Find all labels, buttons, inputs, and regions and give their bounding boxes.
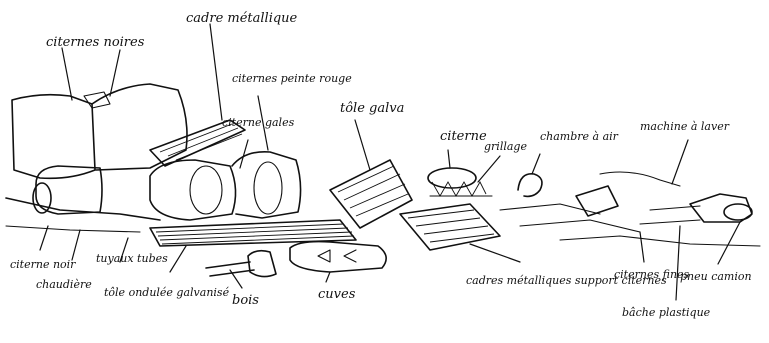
washing-machine-2 [600, 172, 680, 186]
label-tole-ondulee: tôle ondulée galvanisé [104, 286, 230, 299]
label-tole-galva: tôle galva [340, 101, 404, 116]
mid-right-frames [400, 204, 500, 250]
tank-end-2 [254, 162, 282, 214]
cuve-small [248, 251, 276, 277]
left-rail [6, 198, 160, 220]
label-grillage: grillage [484, 140, 527, 153]
label-bois: bois [232, 293, 259, 308]
label-citerne-gales: citerne gales [222, 116, 295, 129]
washing-machine [576, 186, 618, 216]
label-chambre-a-air: chambre à air [540, 130, 619, 143]
label-chaudiere: chaudière [36, 278, 92, 291]
label-bache-plastique: bâche plastique [622, 306, 711, 319]
galva-bundle [330, 160, 412, 228]
small-citerne [428, 168, 476, 188]
grillage-mesh [432, 182, 486, 196]
truck-tyre [724, 204, 752, 220]
cuve-body [290, 242, 386, 272]
label-citernes-peinte-rouge: citernes peinte rouge [232, 72, 352, 85]
label-cadre-metallique: cadre métallique [186, 11, 298, 26]
inner-tube [518, 174, 542, 197]
cuve-symbol [318, 250, 356, 262]
tarp-lines [640, 206, 700, 224]
label-pneu-camion: pneu camion [680, 270, 752, 283]
label-cuves: cuves [318, 287, 356, 302]
wood-planks [206, 262, 254, 276]
label-citerne-noir: citerne noir [10, 258, 76, 271]
left-ground [6, 226, 140, 232]
right-cluster [690, 194, 752, 222]
label-citernes-fines: citernes fines [614, 268, 690, 281]
label-citernes-noires: citernes noires [46, 35, 145, 50]
red-tank-1 [150, 160, 236, 220]
label-machine-a-laver: machine à laver [640, 120, 730, 133]
label-citerne: citerne [440, 129, 487, 144]
debris-lines [500, 204, 760, 246]
label-tuyaux-tubes: tuyaux tubes [96, 252, 168, 265]
tank-end-1 [190, 166, 222, 214]
